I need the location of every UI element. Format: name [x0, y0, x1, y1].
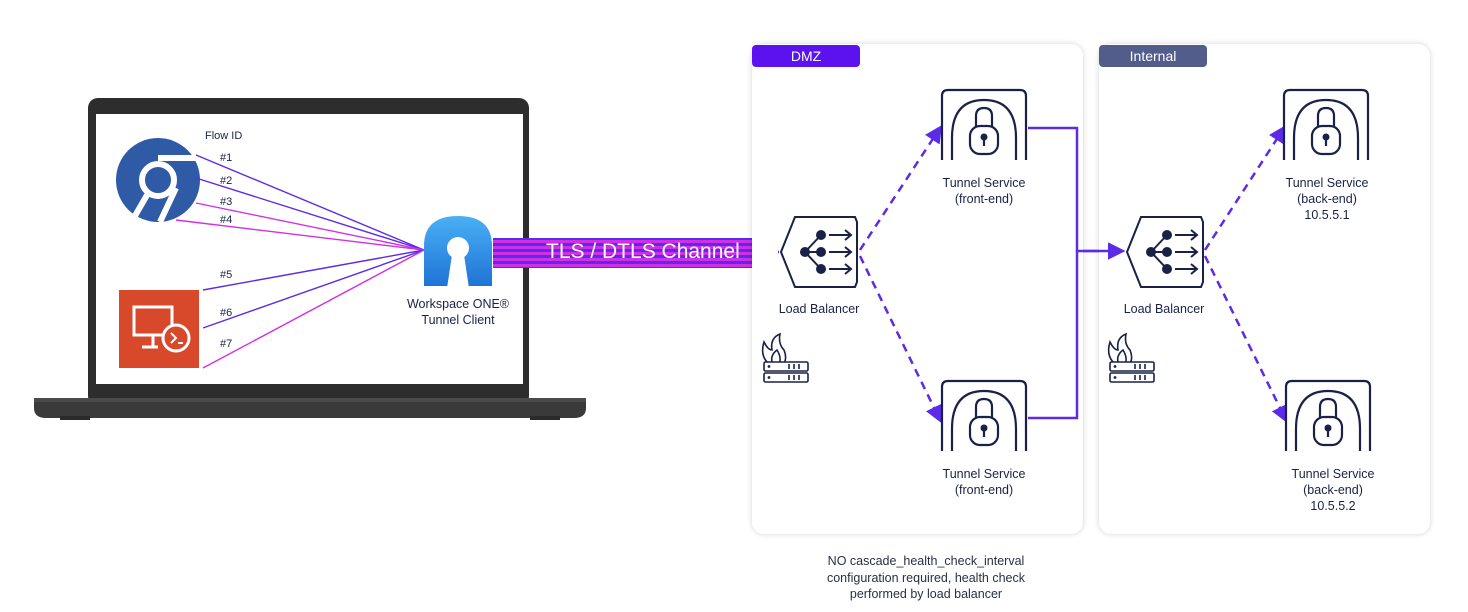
flow-label-4: #4 — [220, 214, 233, 226]
internal-service-2-ip: 10.5.5.2 — [1310, 499, 1356, 513]
internal-service-1-label: Tunnel Service (back-end) 10.5.5.1 — [1267, 175, 1387, 223]
flow-lines — [175, 154, 425, 369]
lock-gateway-icon — [1282, 88, 1370, 160]
tunnel-client-icon — [424, 216, 492, 288]
flow-line — [195, 177, 425, 251]
flow-line — [195, 202, 425, 251]
flow-line — [202, 249, 425, 291]
dmz-service-1-name: Tunnel Service — [942, 176, 1026, 190]
internal-service-1-ip: 10.5.5.1 — [1304, 208, 1350, 222]
chrome-icon — [116, 138, 200, 230]
flow-label-5: #5 — [220, 269, 233, 281]
dmz-lb-label: Load Balancer — [778, 302, 860, 316]
note-line-3: performed by load balancer — [849, 587, 1003, 601]
flow-line — [175, 219, 425, 251]
internal-service-2-label: Tunnel Service (back-end) 10.5.5.2 — [1273, 466, 1393, 514]
flow-line — [202, 249, 425, 329]
dmz-service-1-role: (front-end) — [954, 192, 1014, 206]
internal-panel — [1099, 44, 1430, 534]
tunnel-client-label: Workspace ONE® Tunnel Client — [396, 296, 520, 328]
internal-service-2-role: (back-end) — [1303, 483, 1363, 497]
internal-service-2-name: Tunnel Service — [1291, 467, 1375, 481]
flow-id-header: Flow ID — [205, 130, 243, 142]
tunnel-client-line1: Workspace ONE® — [406, 297, 510, 311]
firewall-icon — [1107, 332, 1155, 383]
lock-gateway-icon — [940, 88, 1028, 160]
firewall-icon — [761, 332, 809, 383]
dmz-panel — [752, 44, 1083, 534]
dmz-service-2-name: Tunnel Service — [942, 467, 1026, 481]
flow-label-7: #7 — [220, 338, 233, 350]
dmz-tag: DMZ — [752, 45, 860, 67]
load-balancer-icon — [779, 216, 858, 288]
internal-lb-label: Load Balancer — [1123, 302, 1205, 316]
flow-line — [202, 249, 425, 369]
internal-tag: Internal — [1099, 45, 1207, 67]
dmz-service-2-role: (front-end) — [954, 483, 1014, 497]
note-line-1: NO cascade_health_check_interval — [827, 554, 1025, 568]
flow-label-3: #3 — [220, 196, 233, 208]
flow-label-1: #1 — [220, 152, 233, 164]
health-check-note: NO cascade_health_check_interval configu… — [786, 553, 1066, 603]
flow-label-6: #6 — [220, 307, 233, 319]
tunnel-client-line2: Tunnel Client — [421, 313, 495, 327]
channel-label: TLS / DTLS Channel — [546, 240, 740, 263]
dmz-service-2-label: Tunnel Service (front-end) — [924, 466, 1044, 498]
load-balancer-icon — [1125, 216, 1204, 288]
note-line-2: configuration required, health check — [826, 570, 1026, 585]
lock-gateway-icon — [1284, 379, 1372, 451]
dmz-service-1-label: Tunnel Service (front-end) — [924, 175, 1044, 207]
flow-label-2: #2 — [220, 175, 233, 187]
internal-service-1-name: Tunnel Service — [1285, 176, 1369, 190]
lock-gateway-icon — [940, 379, 1028, 451]
tls-channel — [493, 238, 779, 268]
flow-line — [195, 154, 425, 251]
internal-service-1-role: (back-end) — [1297, 192, 1357, 206]
remote-desktop-icon — [119, 290, 199, 368]
